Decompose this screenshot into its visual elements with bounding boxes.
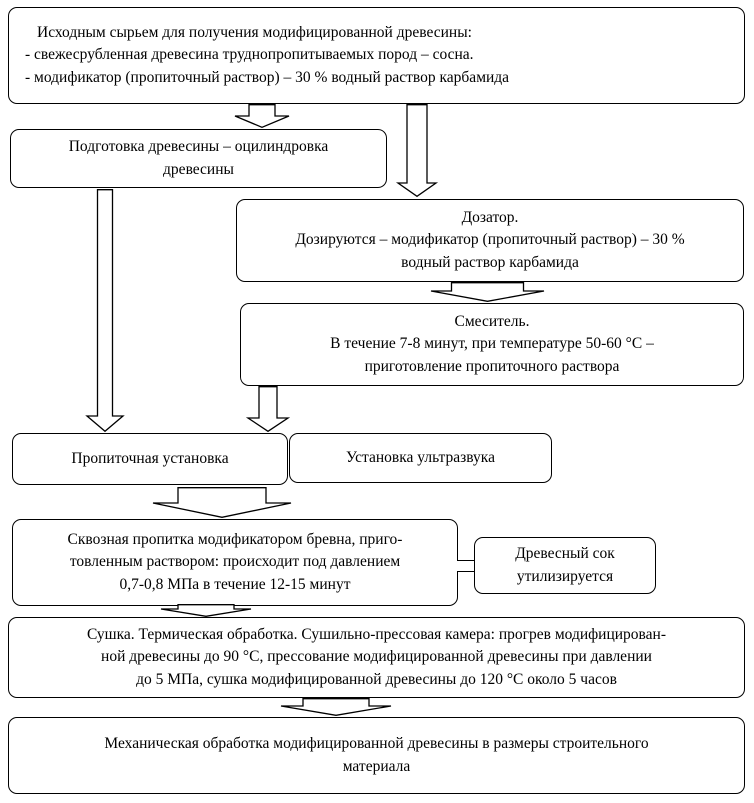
box-raw-material: Исходным сырьем для получения модифициро… (8, 7, 745, 104)
box-line: материала (342, 757, 411, 775)
arrow-impregnation-to-drying (160, 604, 252, 617)
box-line: - модификатор (пропиточный раствор) – 30… (25, 68, 510, 86)
box-impregnation-unit: Пропиточная установка (12, 433, 288, 485)
arrow-drying-to-mechanical (280, 698, 392, 716)
box-mixer: Смеситель. В течение 7-8 минут, при темп… (240, 303, 744, 386)
box-line: Исходным сырьем для получения модифициро… (37, 23, 472, 41)
box-line: до 5 МПа, сушка модифицированной древеси… (136, 670, 617, 688)
arrow-units-to-through-impregnation (152, 487, 292, 518)
box-drying: Сушка. Термическая обработка. Сушильно-п… (8, 617, 745, 698)
box-wood-sap: Древесный сок утилизируется (474, 537, 656, 594)
box-mechanical-processing: Механическая обработка модифицированной … (8, 717, 745, 794)
arrow-prep-to-impregnation-unit (85, 189, 125, 433)
box-line: Древесный сок (515, 545, 615, 563)
arrow-dozator-to-mixer (430, 282, 545, 302)
box-line: Сквозная пропитка модификатором бревна, … (67, 530, 403, 548)
box-line: Подготовка древесины – оцилиндровка (68, 138, 329, 156)
arrow-mixer-to-units (245, 386, 291, 433)
box-ultrasound-unit: Установка ультразвука (289, 433, 552, 483)
arrow-raw-to-dozator (395, 104, 439, 198)
arrow-raw-to-prep (234, 104, 290, 129)
box-line: Механическая обработка модифицированной … (104, 735, 649, 753)
box-line: водный раствор карбамида (401, 253, 579, 271)
connector-impregnation-to-sap (457, 560, 475, 572)
box-line: Смеситель. (454, 312, 530, 330)
box-line: ной древесины до 90 °С, прессование моди… (101, 648, 652, 666)
box-dozator: Дозатор. Дозируются – модификатор (пропи… (236, 199, 744, 282)
box-line: утилизируется (516, 567, 614, 585)
box-line: Дозатор. (461, 208, 519, 226)
box-line: древесины (163, 160, 234, 178)
box-line: - свежесрубленная древесина труднопропит… (25, 46, 474, 64)
box-wood-prep: Подготовка древесины – оцилиндровка древ… (10, 129, 387, 188)
box-line: Пропиточная установка (71, 449, 229, 467)
box-line: Установка ультразвука (346, 448, 495, 466)
box-line: Сушка. Термическая обработка. Сушильно-п… (86, 625, 667, 643)
box-line: 0,7-0,8 МПа в течение 12-15 минут (119, 575, 351, 593)
box-through-impregnation: Сквозная пропитка модификатором бревна, … (12, 519, 458, 606)
box-line: товленным раствором: происходит под давл… (69, 553, 401, 571)
box-line: В течение 7-8 минут, при температуре 50-… (330, 335, 654, 353)
box-line: приготовление пропиточного раствора (364, 357, 620, 375)
box-line: Дозируются – модификатор (пропиточный ра… (295, 231, 685, 249)
